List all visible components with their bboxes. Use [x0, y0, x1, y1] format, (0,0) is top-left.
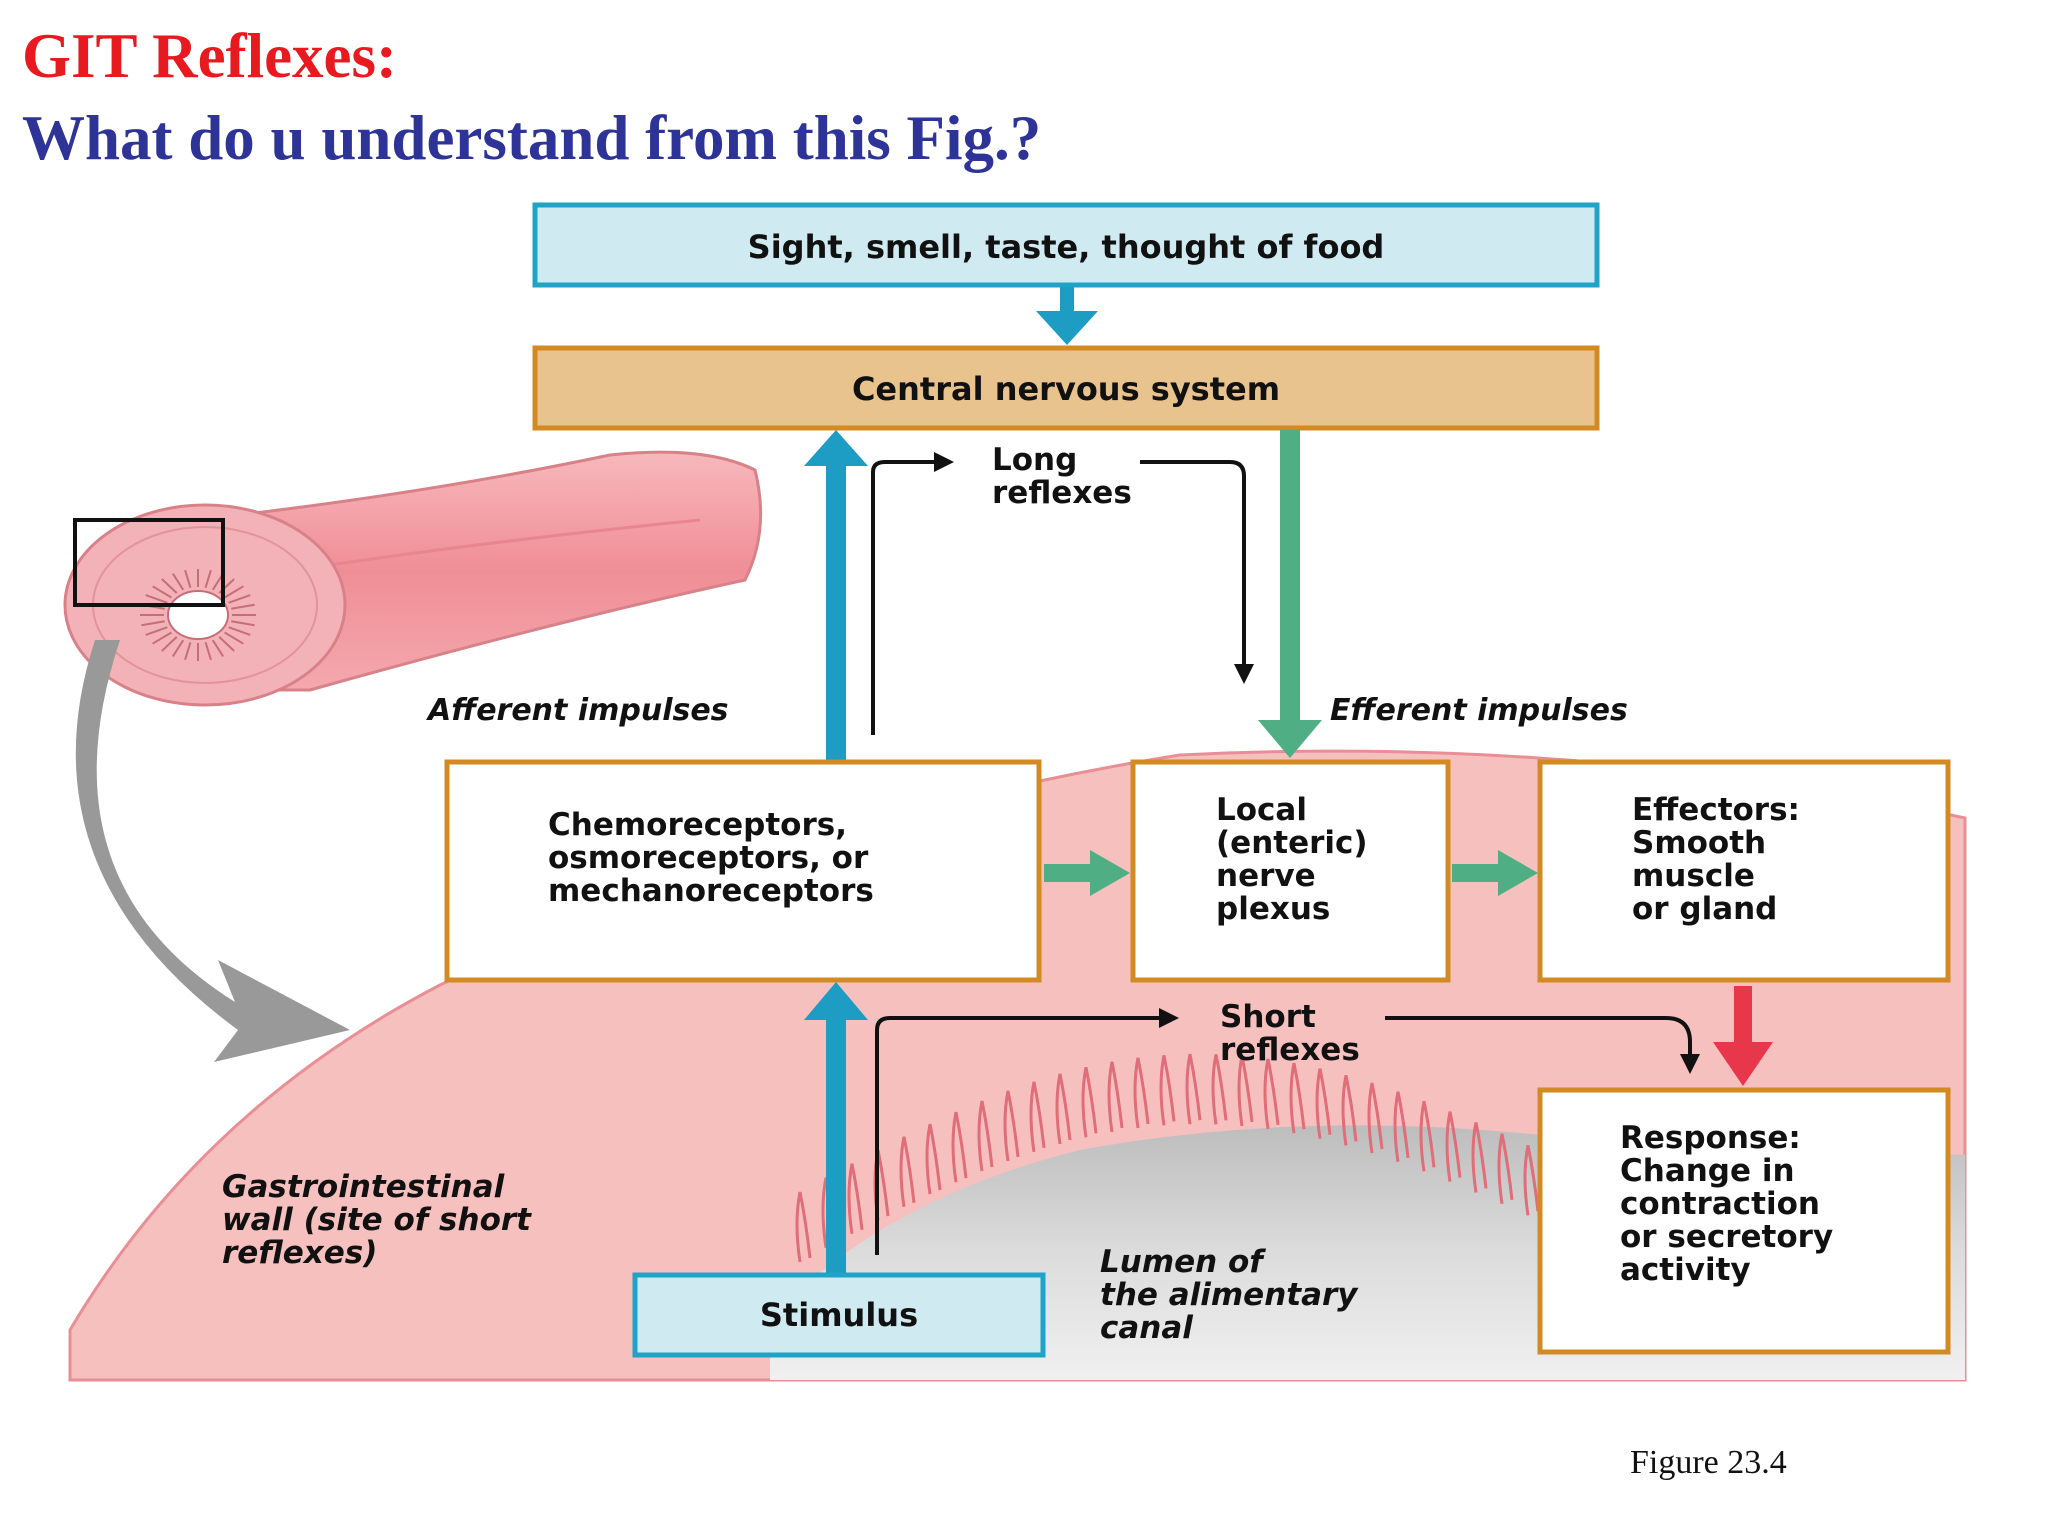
arrow-stimulus-to-receptors — [804, 982, 868, 1274]
magnify-frame — [73, 518, 225, 607]
box-stimulus-text: Stimulus — [760, 1296, 918, 1334]
box-effectors — [1537, 759, 1951, 983]
figure-caption: Figure 23.4 — [1630, 1444, 1787, 1481]
arrow-trigger-to-cns — [1036, 287, 1098, 345]
arrow-receptors-to-plexus — [1044, 850, 1130, 896]
arrow-efferent-down — [1258, 430, 1322, 758]
slide-title: GIT Reflexes: — [22, 21, 398, 91]
gi-tube-illustration — [63, 450, 763, 707]
box-response — [1537, 1087, 1951, 1355]
box-trigger-text: Sight, smell, taste, thought of food — [748, 228, 1385, 266]
arrow-effectors-to-response — [1713, 986, 1773, 1086]
box-stimulus — [632, 1272, 1046, 1358]
box-cns — [532, 345, 1600, 431]
box-plexus — [1130, 759, 1451, 983]
box-trigger — [532, 202, 1600, 288]
grey-zoom-arrow — [75, 640, 350, 1062]
box-cns-text: Central nervous system — [852, 370, 1280, 408]
short-reflex-path-out — [1385, 1016, 1700, 1074]
label-efferent-impulses: Efferent impulses — [1330, 693, 1628, 728]
box-receptors — [444, 759, 1042, 983]
label-afferent-impulses: Afferent impulses — [426, 693, 729, 728]
slide-subtitle-question: What do u understand from this Fig.? — [22, 103, 1042, 173]
long-reflex-path-out — [1140, 460, 1254, 684]
long-reflex-path-in — [871, 452, 954, 735]
short-reflex-path-in — [875, 1008, 1179, 1255]
arrow-plexus-to-effectors — [1452, 850, 1538, 896]
arrow-afferent-up — [804, 430, 868, 762]
